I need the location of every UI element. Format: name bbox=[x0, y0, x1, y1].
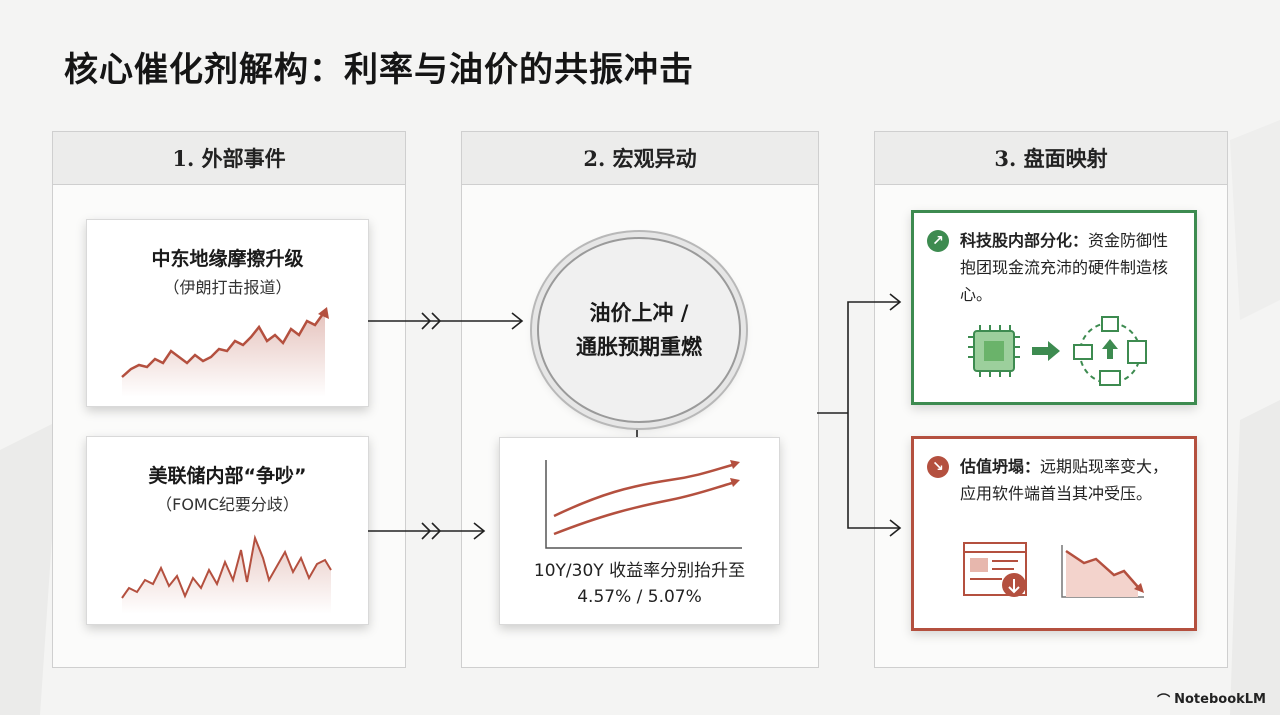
volatile-trend-sparkline bbox=[121, 534, 332, 614]
hardware-flow-illustration bbox=[968, 316, 1147, 386]
arrow-down-right-icon: ↘ bbox=[927, 456, 949, 478]
circle-line-1: 油价上冲 / bbox=[589, 301, 689, 325]
column-header: 1. 外部事件 bbox=[53, 132, 405, 185]
impact-card-valuation-collapse: ↘ 估值坍塌：远期贴现率变大，应用软件端首当其冲受压。 bbox=[911, 436, 1197, 631]
software-decline-illustration bbox=[963, 542, 1144, 598]
oil-inflation-node: 油价上冲 / 通胀预期重燃 bbox=[537, 237, 741, 423]
brand-label: NotebookLM bbox=[1174, 692, 1266, 707]
impact-heading: 估值坍塌： bbox=[960, 457, 1041, 476]
impact-card-tech-divergence: ↗ 科技股内部分化：资金防御性抱团现金流充沛的硬件制造核心。 bbox=[911, 210, 1197, 405]
event-title: 美联储内部“争吵” bbox=[148, 465, 307, 487]
impact-heading: 科技股内部分化： bbox=[960, 231, 1089, 250]
circle-line-2: 通胀预期重燃 bbox=[576, 335, 702, 359]
impact-body: 资金防御性抱团现金流充沛的硬件制造核心。 bbox=[960, 231, 1169, 304]
yield-line-1: 10Y/30Y 收益率分别抬升至 bbox=[533, 561, 746, 581]
yield-card: 10Y/30Y 收益率分别抬升至 4.57% / 5.07% bbox=[499, 437, 780, 625]
event-card-fomc: 美联储内部“争吵” （FOMC纪要分歧） bbox=[86, 436, 369, 625]
yield-curves-chart bbox=[545, 460, 742, 549]
notebooklm-logo-icon: ⌒ bbox=[1157, 694, 1171, 709]
impact-text: 科技股内部分化：资金防御性抱团现金流充沛的硬件制造核心。 bbox=[960, 227, 1180, 308]
column-header: 3. 盘面映射 bbox=[875, 132, 1227, 185]
brand-watermark: ⌒ NotebookLM bbox=[1157, 690, 1266, 709]
event-subtitle: （伊朗打击报道） bbox=[163, 278, 292, 297]
column-header: 2. 宏观异动 bbox=[462, 132, 818, 185]
event-subtitle: （FOMC纪要分歧） bbox=[156, 495, 299, 514]
rising-trend-sparkline bbox=[121, 307, 329, 397]
impact-text: 估值坍塌：远期贴现率变大，应用软件端首当其冲受压。 bbox=[960, 453, 1180, 507]
yield-line-2: 4.57% / 5.07% bbox=[577, 587, 702, 607]
event-card-geopolitics: 中东地缘摩擦升级 （伊朗打击报道） bbox=[86, 219, 369, 407]
page-title: 核心催化剂解构：利率与油价的共振冲击 bbox=[64, 50, 694, 90]
event-title: 中东地缘摩擦升级 bbox=[151, 248, 304, 270]
impact-body: 远期贴现率变大，应用软件端首当其冲受压。 bbox=[960, 457, 1169, 503]
arrow-up-right-icon: ↗ bbox=[927, 230, 949, 252]
